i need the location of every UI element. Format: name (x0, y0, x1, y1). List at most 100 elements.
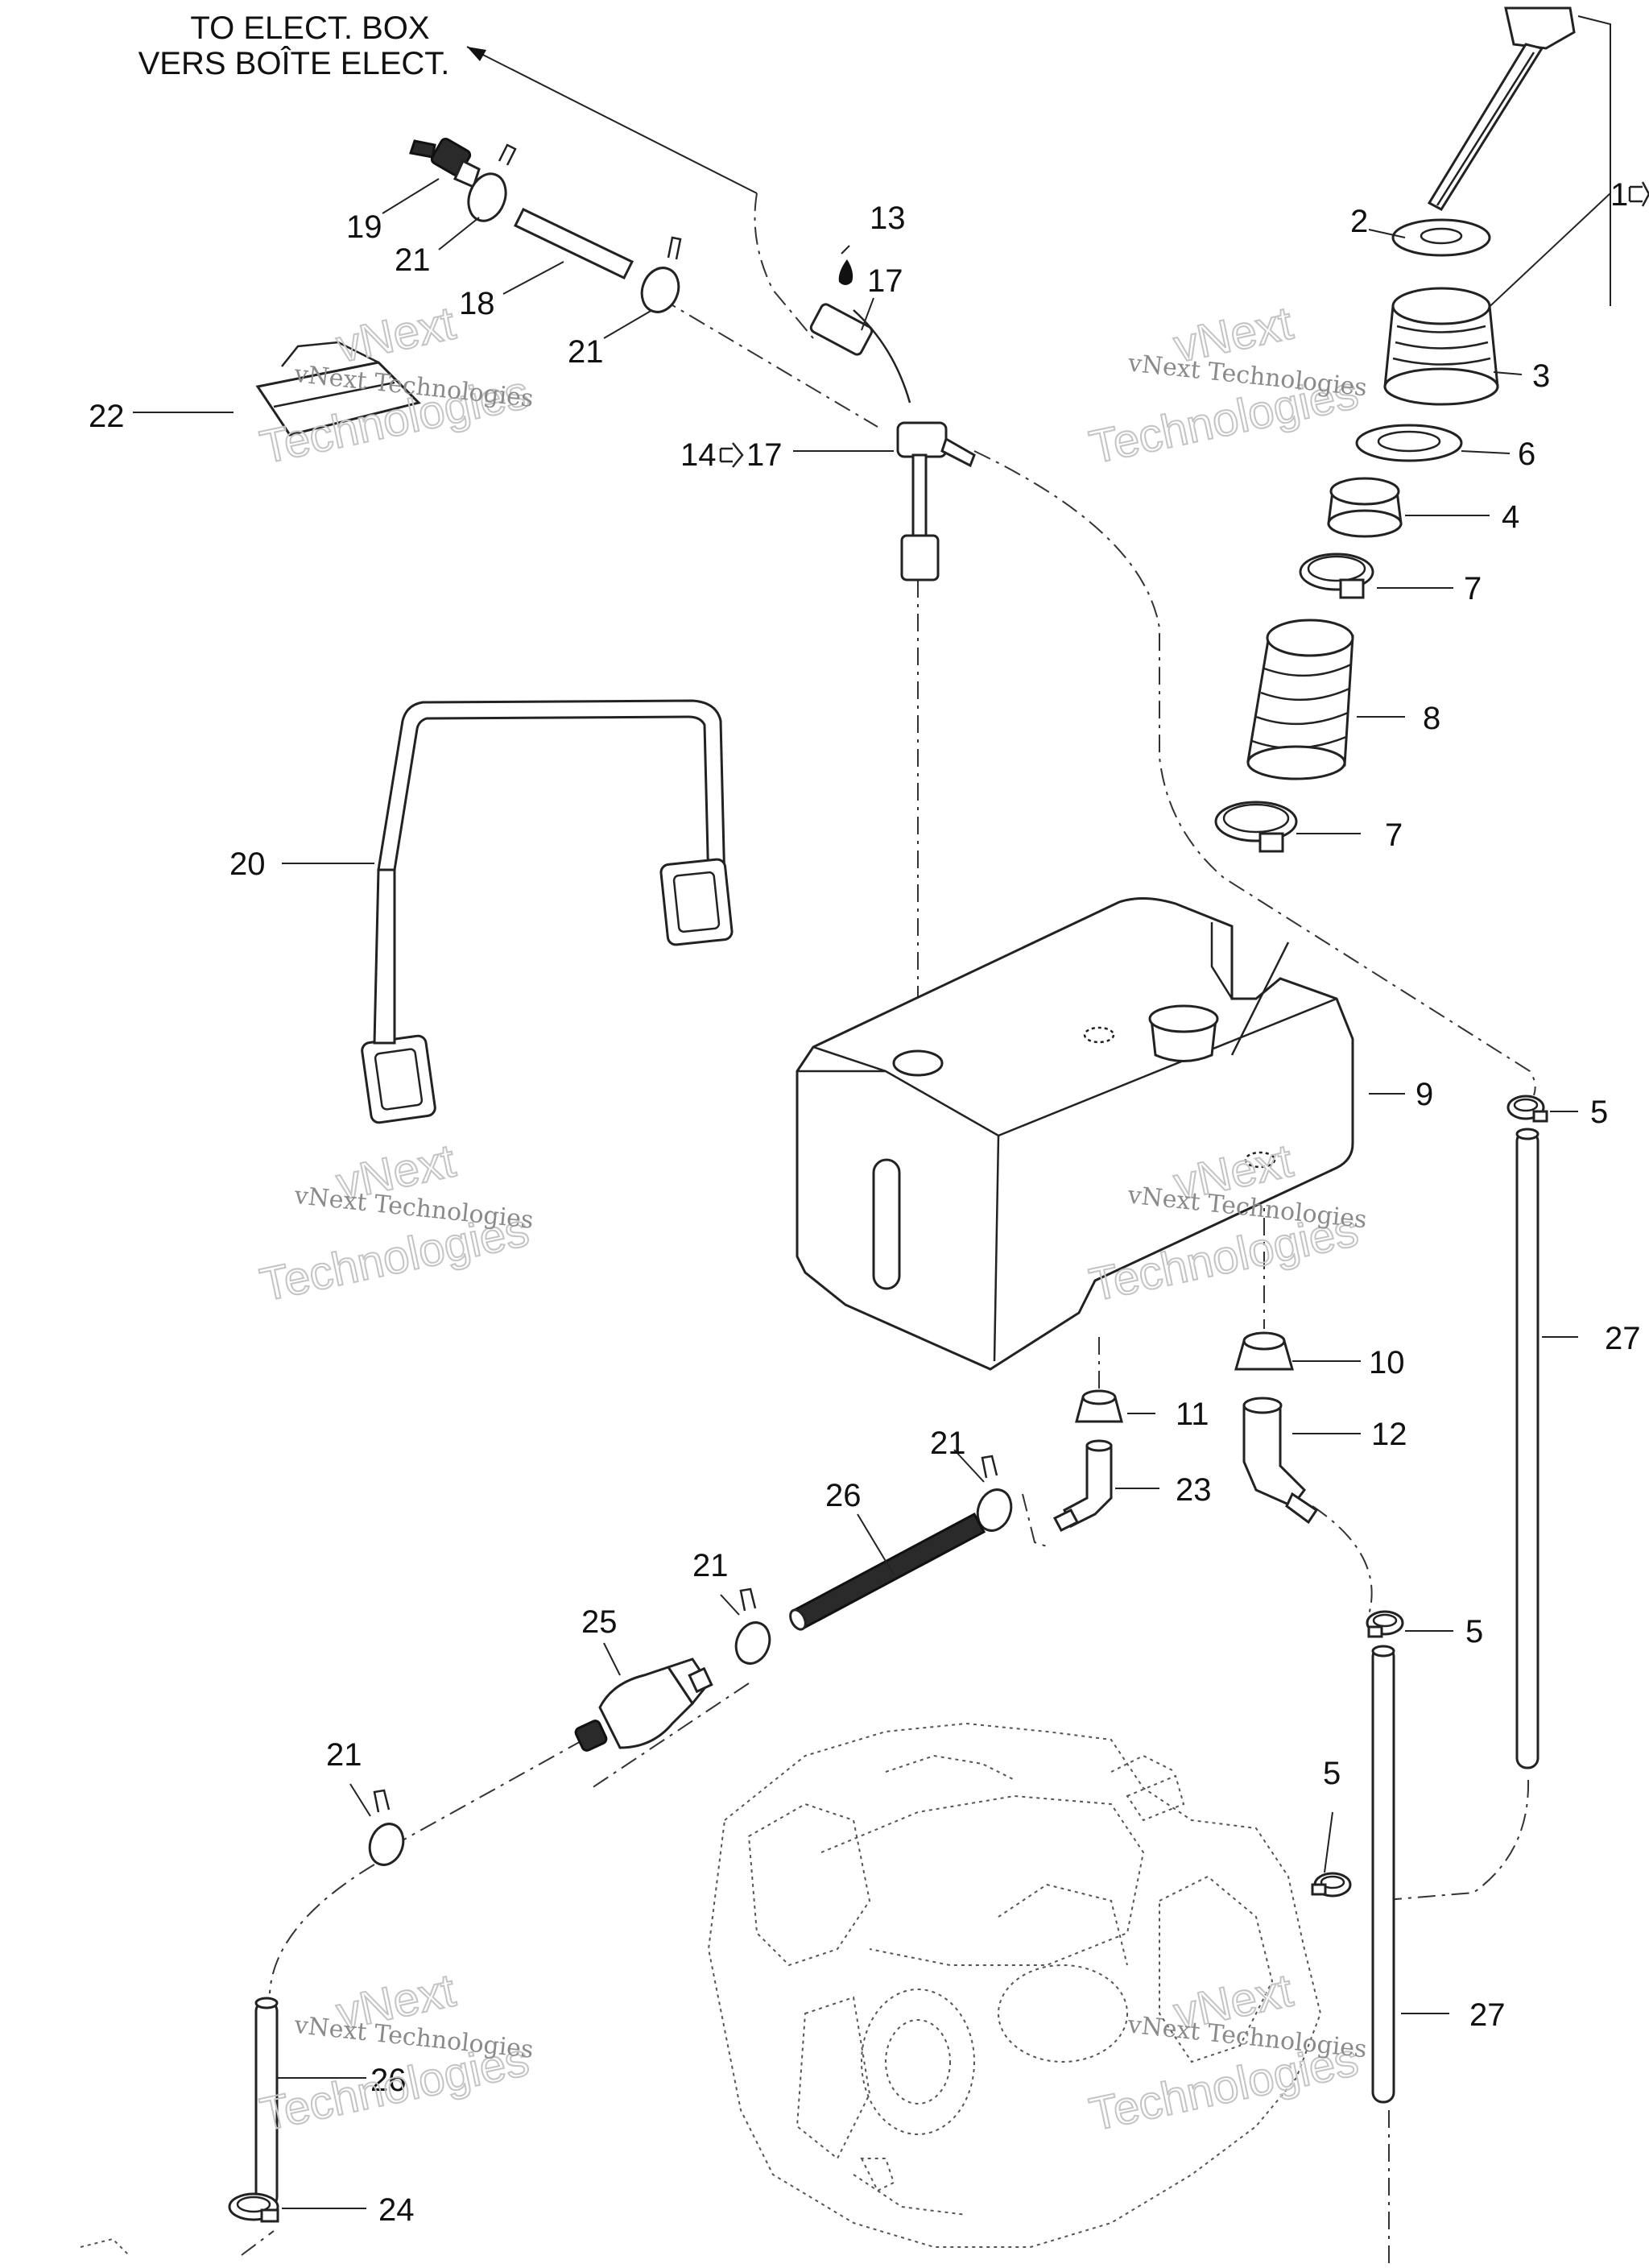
callout-5-middle: 5 (1465, 1614, 1483, 1649)
hose-26-lower (254, 1997, 279, 2208)
header-note: TO ELECT. BOX VERS BOÎTE ELECT. (138, 10, 758, 194)
dipstick-rod-line (1436, 52, 1535, 206)
callout-3: 3 (1532, 358, 1550, 394)
callout-17: 17 (867, 263, 903, 299)
leader-21b (603, 309, 653, 339)
leader-21c (953, 1449, 985, 1483)
nut-4 (1327, 477, 1403, 538)
elbow-12 (1242, 1397, 1319, 1525)
callout-22: 22 (89, 399, 125, 434)
leader-17a (861, 297, 874, 331)
route-21b-to-25 (591, 1682, 750, 1789)
leader-6 (1461, 450, 1511, 454)
callout-19: 19 (346, 209, 382, 245)
route-vent-to-tank (973, 450, 1536, 1096)
tank-sight-window (872, 1158, 901, 1290)
watermark-bottom-right: vNext Technologies vNext Technologies (1085, 1963, 1368, 2142)
clamp-5-lower (1311, 1872, 1352, 1898)
gasket-6-hole (1377, 430, 1441, 453)
route-12-to-5 (1312, 1505, 1373, 1616)
callout-7-lower: 7 (1385, 817, 1403, 853)
clamp-24 (228, 2192, 279, 2223)
leader-21a (438, 217, 480, 250)
route-wire-to-elect-box (754, 192, 814, 339)
watermark-top-left: vNext Technologies vNext Technologies (255, 296, 535, 474)
grommet-10 (1234, 1331, 1294, 1371)
callout-18: 18 (459, 286, 495, 321)
leader-25 (603, 1642, 621, 1676)
header-note-arrowhead (467, 47, 486, 61)
callout-21-d: 21 (692, 1548, 729, 1583)
callout-8: 8 (1423, 701, 1440, 736)
callout-26-upper: 26 (825, 1478, 862, 1513)
bracket-22 (255, 341, 421, 437)
watermark-top-right: vNext Technologies vNext Technologies (1085, 296, 1369, 474)
callout-5-lower: 5 (1323, 1756, 1341, 1791)
arrow-icon-14-17 (719, 442, 744, 468)
callout-24: 24 (378, 2192, 415, 2228)
callout-21-a: 21 (395, 242, 431, 278)
clamp-21-mid-a (976, 1455, 1013, 1532)
callout-21-b: 21 (568, 334, 604, 370)
leader-21d (720, 1594, 740, 1616)
callout-21-e: 21 (326, 1737, 362, 1773)
clamp-7-lower (1214, 801, 1298, 853)
arrow-icon-1 (1628, 181, 1649, 207)
route-24-bottom (241, 2230, 275, 2256)
callout-labels: 1 2 3 4 5 5 5 6 7 7 8 9 10 11 12 13 17 1… (89, 177, 1649, 2228)
gasket-6 (1355, 424, 1463, 462)
filler-cap-top (1504, 6, 1576, 50)
engine-block-outline (80, 1722, 1322, 2256)
callout-12: 12 (1371, 1417, 1407, 1452)
callout-14: 14 (680, 437, 717, 473)
grommet-11 (1075, 1389, 1123, 1423)
clamp-21-top-a (467, 143, 517, 222)
callout-1: 1 (1610, 177, 1628, 213)
leader-21e (349, 1783, 371, 1817)
callout-13: 13 (870, 201, 906, 236)
callout-14-17-end: 17 (746, 437, 783, 473)
fuel-tank-9 (796, 896, 1354, 1371)
leader-26a (857, 1513, 895, 1575)
hose-27-center (1371, 1645, 1395, 2104)
callout-20: 20 (229, 846, 266, 882)
header-note-line1: TO ELECT. BOX (190, 10, 429, 46)
hose-8 (1246, 619, 1354, 780)
callout-27-center: 27 (1469, 1997, 1506, 2033)
sender-connector (809, 303, 874, 356)
drop-icon (838, 259, 853, 285)
route-23-to-26 (1022, 1493, 1048, 1547)
svg-text:vNext: vNext (332, 296, 460, 372)
hose-26-upper (789, 1512, 986, 1631)
leader-lines (133, 178, 1578, 2209)
leader-13 (841, 245, 850, 255)
callout-4: 4 (1502, 499, 1519, 535)
clamp-21-top-b (640, 236, 682, 313)
fuel-filter-25 (574, 1658, 713, 1752)
callout-10: 10 (1369, 1345, 1405, 1380)
gasket-2-hole (1420, 227, 1463, 245)
hose-18 (513, 208, 634, 279)
vent-valve-19 (409, 137, 481, 189)
elbow-23 (1052, 1439, 1113, 1532)
callout-2: 2 (1350, 204, 1368, 239)
header-note-line2: VERS BOÎTE ELECT. (138, 45, 450, 81)
leader-5c (1324, 1811, 1333, 1873)
leader-3 (1493, 371, 1523, 375)
dipstick-rod (1427, 43, 1544, 211)
fuel-sender-14-17 (809, 303, 976, 581)
callout-5-right: 5 (1590, 1095, 1608, 1130)
callout-11: 11 (1176, 1397, 1209, 1432)
header-note-arrow-line (466, 46, 758, 194)
filler-neck-3 (1383, 287, 1499, 406)
callout-21-c: 21 (930, 1426, 966, 1461)
clamp-21-mid-b (734, 1587, 771, 1665)
callout-25: 25 (581, 1604, 618, 1640)
callout-26-lower: 26 (370, 2063, 407, 2098)
callout-6: 6 (1518, 437, 1535, 472)
callout-23: 23 (1176, 1472, 1212, 1508)
callout-27-right: 27 (1605, 1321, 1641, 1356)
bracket-1 (1481, 15, 1611, 315)
watermark-bottom-left: vNext Technologies vNext Technologies (255, 1963, 535, 2142)
